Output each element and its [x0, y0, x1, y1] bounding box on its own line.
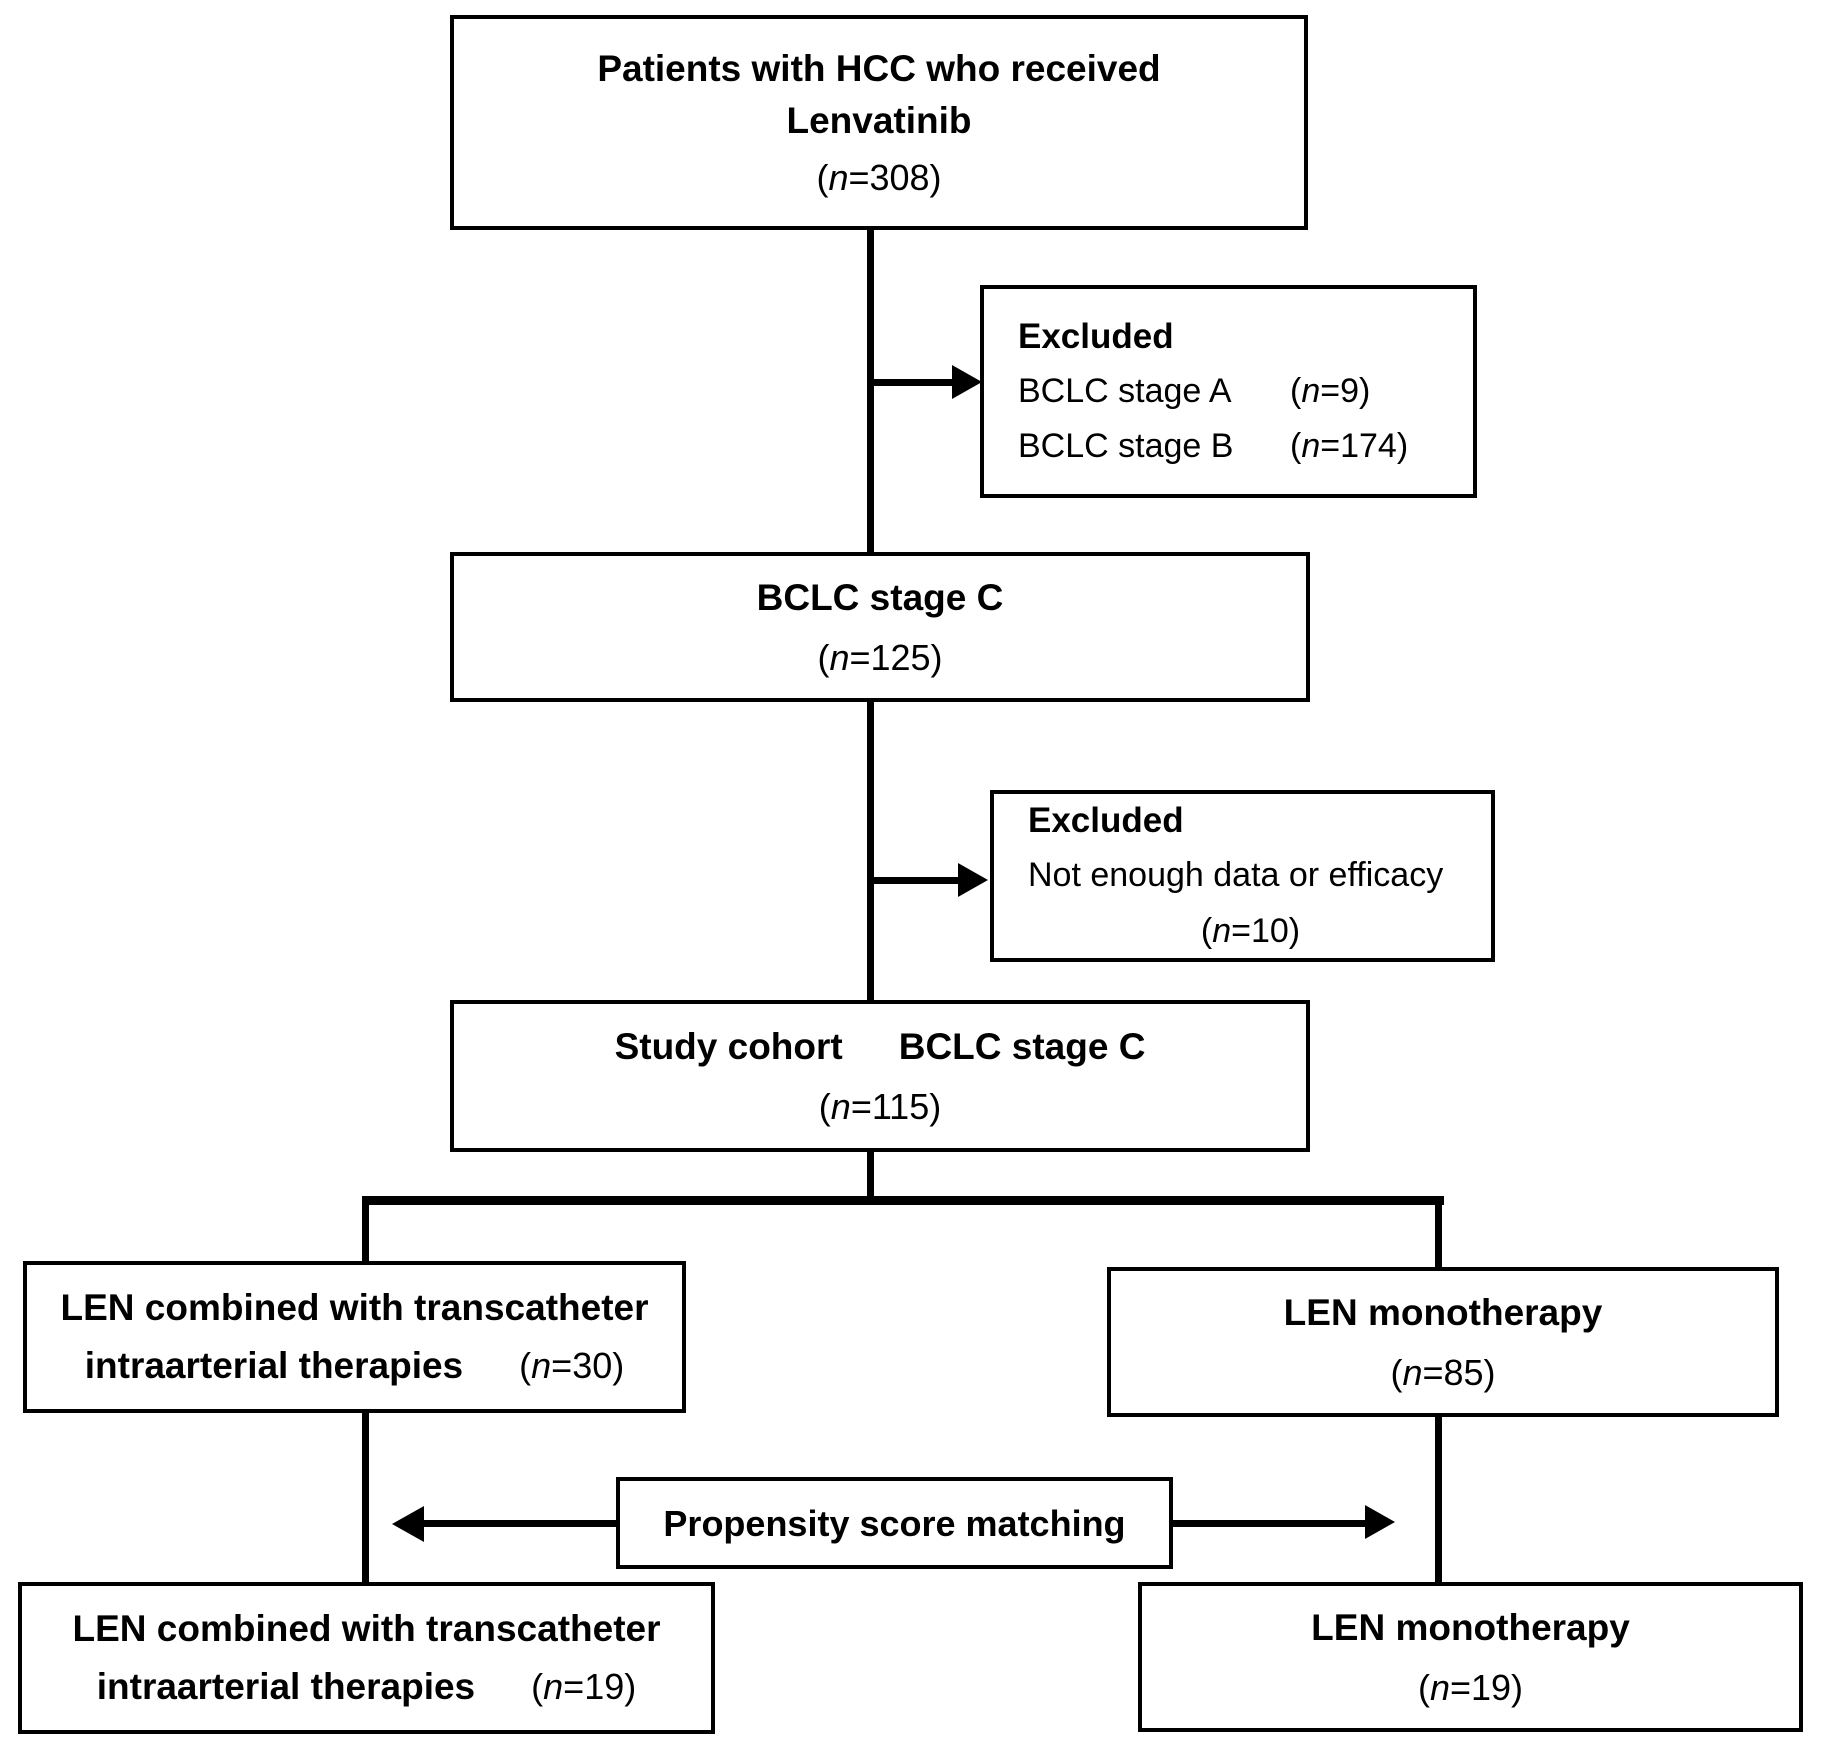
count-var: n [829, 636, 850, 678]
excluded1-row-label: BCLC stage B [1018, 427, 1234, 465]
count-open: ( [1290, 371, 1302, 410]
connector-excluded1-shaft [870, 379, 952, 386]
count-var: n [543, 1666, 564, 1707]
count-open: ( [1200, 911, 1213, 950]
excluded1-row: BCLC stage A (n=9) [1018, 367, 1370, 416]
node-bclc-c-sample-size: (n=125) [817, 636, 942, 679]
connector-combo30-to-combo19 [362, 1409, 369, 1584]
node-len-mono-85-sample-size: (n=85) [1390, 1351, 1495, 1394]
connector-bclcc-to-study [867, 700, 874, 1002]
connector-mono85-to-mono19 [1435, 1413, 1442, 1584]
count-var: n [828, 157, 849, 199]
node-len-mono-19-title: LEN monotherapy [1311, 1607, 1630, 1649]
node-len-mono-19-box: LEN monotherapy (n=19) [1138, 1582, 1803, 1732]
count-rest: =308) [848, 157, 942, 199]
node-len-mono-85-title: LEN monotherapy [1283, 1292, 1603, 1334]
connector-branch-to-mono85 [1435, 1196, 1442, 1269]
study-title-left: Study cohort [614, 1026, 843, 1068]
excluded1-row-count: (n=174) [1290, 422, 1408, 471]
excluded1-row: BCLC stage B (n=174) [1018, 422, 1408, 471]
node-study-cohort-title: Study cohort BCLC stage C [615, 1024, 1146, 1070]
node-len-combo-30-line2: intraarterial therapies (n=30) [85, 1343, 624, 1389]
node-len-combo-19-line2: intraarterial therapies (n=19) [97, 1664, 636, 1710]
node-bclc-c-title: BCLC stage C [756, 577, 1004, 619]
combo-line2-text: intraarterial therapies [84, 1345, 464, 1386]
count-open: ( [816, 157, 829, 199]
count-open: ( [1417, 1666, 1430, 1708]
count-rest: =9) [1320, 371, 1371, 410]
excluded1-row-count: (n=9) [1290, 367, 1370, 416]
node-excluded2-heading: Excluded [1028, 801, 1184, 841]
excluded1-row-label: BCLC stage A [1018, 371, 1232, 410]
node-study-cohort-box: Study cohort BCLC stage C (n=115) [450, 1000, 1310, 1152]
node-excluded2-box: Excluded Not enough data or efficacy (n=… [990, 790, 1495, 962]
count-var: n [1301, 427, 1321, 465]
count-rest: =30) [551, 1345, 625, 1386]
connector-patients-to-bclcc [867, 230, 874, 554]
node-patients-box: Patients with HCC who received Lenvatini… [450, 15, 1308, 230]
connector-study-to-branch [867, 1150, 874, 1200]
count-var: n [1429, 1666, 1450, 1708]
count-var: n [830, 1085, 851, 1127]
count-rest: =85) [1422, 1351, 1496, 1393]
node-excluded1-heading: Excluded [1018, 316, 1174, 356]
node-len-mono-19-sample-size: (n=19) [1418, 1666, 1523, 1709]
count-open: ( [1390, 1351, 1403, 1393]
arrowhead-excluded2-icon [958, 863, 988, 897]
count-var: n [531, 1345, 552, 1386]
node-len-combo-19-box: LEN combined with transcatheter intraart… [18, 1582, 715, 1734]
node-patients-line1: Patients with HCC who received [597, 47, 1161, 89]
study-title-right: BCLC stage C [898, 1026, 1146, 1068]
psm-left-arrow-shaft [424, 1520, 616, 1527]
count-var: n [1212, 911, 1232, 950]
node-patients-line2: Lenvatinib [786, 99, 972, 141]
count-open: ( [817, 636, 830, 678]
count-var: n [1402, 1351, 1423, 1393]
connector-branch-to-combo30 [362, 1196, 369, 1263]
psm-right-arrow-shaft [1173, 1520, 1365, 1527]
count-open: ( [519, 1345, 532, 1386]
arrowhead-excluded1-icon [952, 365, 982, 399]
count-rest: =115) [850, 1085, 942, 1127]
count-open: ( [531, 1666, 544, 1707]
count-var: n [1301, 371, 1321, 410]
node-excluded2-sample-size: (n=10) [1201, 907, 1300, 956]
node-patients-sample-size: (n=308) [816, 156, 941, 199]
count-rest: =19) [563, 1666, 637, 1707]
combo-line2-text: intraarterial therapies [96, 1666, 476, 1707]
node-excluded1-box: Excluded BCLC stage A(n=9) BCLC stage B(… [980, 285, 1477, 498]
count-rest: =174) [1320, 427, 1409, 465]
count-rest: =125) [849, 636, 943, 678]
node-excluded2-reason: Not enough data or efficacy [1028, 856, 1444, 895]
node-len-mono-85-box: LEN monotherapy (n=85) [1107, 1267, 1779, 1417]
node-len-combo-30-sample-size: (n=30) [519, 1345, 624, 1386]
node-len-combo-30-line1: LEN combined with transcatheter [60, 1286, 649, 1328]
node-psm-box: Propensity score matching [616, 1477, 1173, 1569]
arrowhead-psm-right-icon [1365, 1505, 1395, 1539]
node-psm-label: Propensity score matching [663, 1502, 1126, 1544]
node-len-combo-19-sample-size: (n=19) [531, 1666, 636, 1707]
node-len-combo-19-line1: LEN combined with transcatheter [72, 1607, 661, 1649]
count-rest: =19) [1449, 1666, 1524, 1708]
node-len-combo-30-box: LEN combined with transcatheter intraart… [23, 1261, 686, 1413]
count-open: ( [818, 1085, 831, 1127]
count-rest: =10) [1231, 911, 1301, 950]
count-open: ( [1290, 427, 1302, 465]
node-bclc-c-box: BCLC stage C (n=125) [450, 552, 1310, 702]
arrowhead-psm-left-icon [392, 1506, 424, 1542]
node-study-cohort-sample-size: (n=115) [819, 1085, 941, 1128]
branch-horizontal-line [362, 1196, 1444, 1205]
connector-excluded2-shaft [870, 877, 958, 884]
